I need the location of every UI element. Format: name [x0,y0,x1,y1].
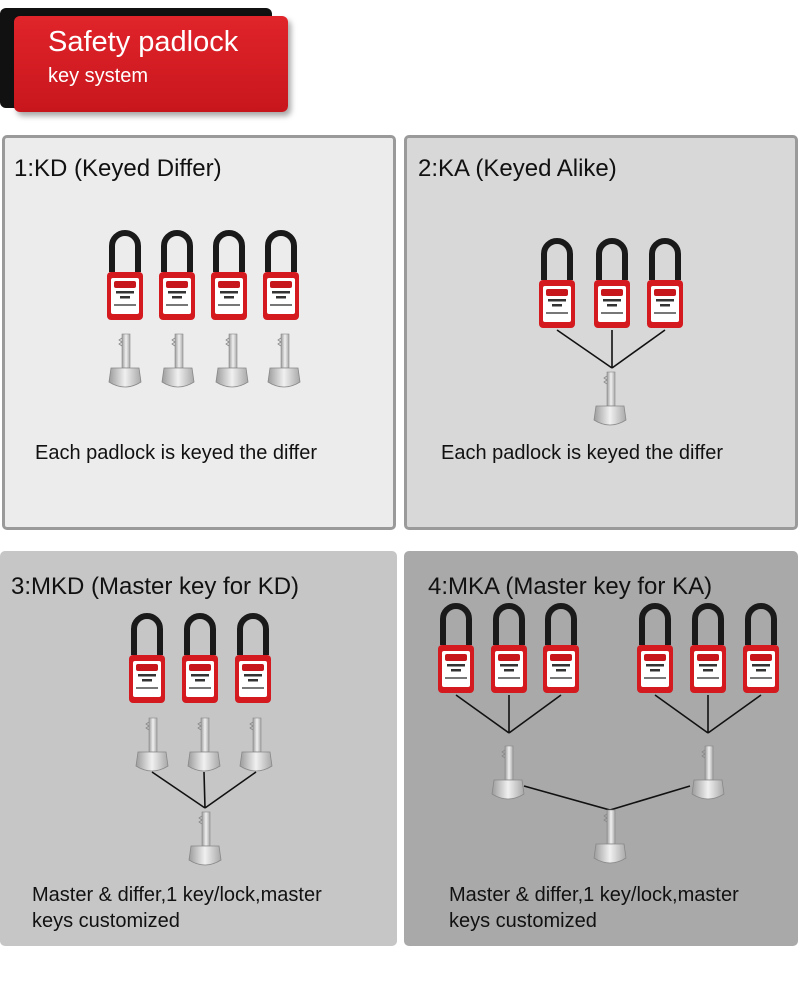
key-icon [491,745,525,800]
kd-padlocks [107,233,301,388]
padlock-icon [690,606,726,693]
master-key-icon [188,811,222,866]
panel-title: 3:MKD (Master key for KD) [11,573,300,600]
padlock-icon [743,606,779,693]
key-icon [161,333,195,388]
key-icon [108,333,142,388]
panel-description-line1: Master & differ,1 key/lock,master [449,884,739,906]
panel-title: 1:KD (Keyed Differ) [14,155,222,182]
ka-padlocks [539,241,683,426]
key-icon [593,371,627,426]
panel-description: Each padlock is keyed the differ [35,442,318,464]
padlock-icon [491,606,527,693]
panel-description-line2: keys customized [32,910,180,932]
key-icon [691,745,725,800]
padlock-icon [211,233,247,320]
key-icon [187,717,221,772]
padlock-icon [543,606,579,693]
connector-lines [455,694,562,734]
mkd-padlocks [129,616,273,866]
key-icon [267,333,301,388]
padlock-icon [263,233,299,320]
panel-title: 4:MKA (Master key for KA) [428,573,713,600]
padlock-icon [159,233,195,320]
connector-lines [654,694,762,734]
padlock-icon [235,616,271,703]
header-title: Safety padlock [48,26,239,58]
key-icon [135,717,169,772]
header-banner: Safety padlock key system [14,16,288,112]
padlock-icon [539,241,575,328]
header-subtitle: key system [48,65,149,87]
padlock-icon [129,616,165,703]
padlock-icon [182,616,218,703]
padlock-icon [438,606,474,693]
connector-lines [523,785,691,811]
panel-title: 2:KA (Keyed Alike) [418,155,617,182]
padlock-icon [637,606,673,693]
panel-kd [2,135,396,530]
connector-lines [151,771,257,809]
panel-description-line2: keys customized [449,910,597,932]
panel-description: Each padlock is keyed the differ [441,442,724,464]
padlock-icon [647,241,683,328]
panel-ka [404,135,798,530]
mka-padlocks [438,606,779,864]
panel-description-line1: Master & differ,1 key/lock,master [32,884,322,906]
key-icon [215,333,249,388]
connector-lines [556,329,666,369]
master-key-icon [593,809,627,864]
padlock-icon [594,241,630,328]
padlock-icon [107,233,143,320]
key-icon [239,717,273,772]
